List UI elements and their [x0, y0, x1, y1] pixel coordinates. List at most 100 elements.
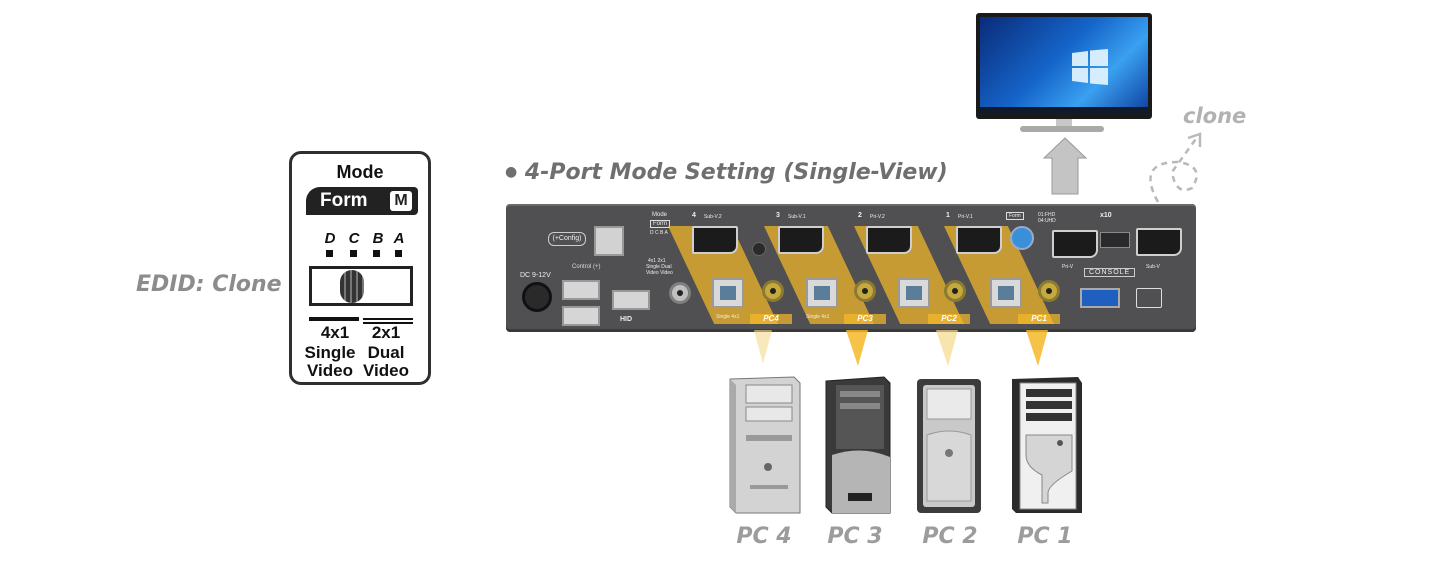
- connection-cones: [754, 330, 1048, 366]
- dip-letter-b: B: [372, 230, 384, 247]
- port-num-2: 2: [858, 212, 862, 219]
- hdmi-port-console-pri[interactable]: [1052, 230, 1098, 258]
- mode-switch[interactable]: [309, 266, 413, 306]
- pc-label-3: PC 3: [827, 524, 883, 549]
- pc-tag-3: PC3: [844, 314, 886, 324]
- port-sub-2: Pri-V.2: [870, 214, 885, 220]
- dip-dot: [326, 250, 333, 257]
- monitor: [976, 13, 1152, 119]
- cone-pc3: [846, 330, 868, 366]
- dual-indicator-line: [363, 322, 413, 324]
- form-badge: Form M: [306, 187, 418, 215]
- res-label-2: 04:UHD: [1038, 218, 1056, 224]
- computer-icon: [825, 376, 891, 514]
- option-4x1-ratio: 4x1: [320, 323, 350, 342]
- mode-small-label: Mode: [652, 212, 668, 218]
- audio-jack-pc2[interactable]: [944, 280, 966, 302]
- option-4x1-line1: Single: [304, 343, 356, 362]
- page-title: ● 4-Port Mode Setting (Single-View): [505, 160, 948, 185]
- pc-tag-4: PC4: [750, 314, 792, 324]
- usb-b-port-pc1[interactable]: [990, 278, 1022, 308]
- dip-dot: [350, 250, 357, 257]
- console-sub-label: Sub-V: [1146, 264, 1160, 270]
- usb-a-port[interactable]: [562, 280, 600, 300]
- usb3-port[interactable]: [1080, 288, 1120, 308]
- audio-jack-pc1[interactable]: [1038, 280, 1060, 302]
- single-label-3: Single 4x1: [806, 314, 830, 320]
- single-label-4: Single 4x1: [716, 314, 740, 320]
- hdmi-port-console-sub[interactable]: [1136, 228, 1182, 256]
- port-num-3: 3: [776, 212, 780, 219]
- usb-b-port-pc2[interactable]: [898, 278, 930, 308]
- dip-dot: [373, 250, 380, 257]
- opts-small-label2: Single Dual: [646, 264, 672, 270]
- cone-pc4: [754, 330, 772, 364]
- pc-tower-4: [724, 375, 802, 515]
- console-pri-label: Pri-V: [1062, 264, 1074, 270]
- x10-label: x10: [1100, 212, 1112, 219]
- monitor-neck: [1056, 119, 1072, 128]
- dc-label: DC 9-12V: [520, 272, 551, 279]
- option-2x1-line2: Video: [363, 361, 409, 380]
- monitor-screen: [980, 17, 1148, 113]
- pc-label-4: PC 4: [736, 524, 792, 549]
- opts-small-label3: Video Video: [646, 270, 673, 276]
- computer-icon: [729, 376, 801, 514]
- dip-switch[interactable]: [1100, 232, 1130, 248]
- usb-a-port[interactable]: [562, 306, 600, 326]
- control-label: Control (+): [572, 264, 601, 270]
- pc-tower-1: [1008, 375, 1084, 515]
- option-2x1-line1: Dual: [367, 343, 405, 362]
- form-text: Form: [320, 190, 368, 211]
- form-small-label-2: Form: [1006, 212, 1024, 220]
- resolution-dial[interactable]: [1010, 226, 1034, 250]
- opts-small-label: 4x1 2x1: [648, 258, 666, 264]
- monitor-stand: [1020, 126, 1104, 132]
- dip-letter-a: A: [393, 230, 405, 247]
- edid-label: EDID: Clone: [136, 272, 282, 297]
- hid-label: HID: [620, 316, 633, 323]
- port-num-1: 1: [946, 212, 950, 219]
- option-2x1-ratio: 2x1: [371, 323, 401, 342]
- cone-pc2: [936, 330, 958, 366]
- dip-letter-d: D: [324, 230, 336, 247]
- kb-mouse-icon: [1136, 288, 1162, 308]
- dc-power-port[interactable]: [522, 282, 552, 312]
- usb-b-port-pc4[interactable]: [712, 278, 744, 308]
- audio-jack-pc3[interactable]: [854, 280, 876, 302]
- audio-jack-pc4[interactable]: [762, 280, 784, 302]
- single-indicator-line: [309, 317, 359, 321]
- mode-title: Mode: [336, 162, 384, 182]
- port-num-4: 4: [692, 212, 696, 219]
- clone-label: clone: [1183, 104, 1247, 128]
- audio-jack[interactable]: [669, 282, 691, 304]
- hdmi-port-pc3[interactable]: [778, 226, 824, 254]
- pc-label-2: PC 2: [922, 524, 978, 549]
- cone-pc1: [1026, 330, 1048, 366]
- dip-dot: [395, 250, 402, 257]
- bullet: ●: [505, 164, 518, 180]
- config-button[interactable]: (+Config): [548, 232, 586, 246]
- hdmi-port-pc1[interactable]: [956, 226, 1002, 254]
- computer-icon: [1012, 377, 1082, 513]
- hdmi-port-pc2[interactable]: [866, 226, 912, 254]
- up-arrow-icon: [1042, 137, 1088, 195]
- dip-small-label: D C B A: [650, 230, 668, 236]
- rj45-port[interactable]: [594, 226, 624, 256]
- pc-tag-2: PC2: [928, 314, 970, 324]
- taskbar: [980, 107, 1148, 113]
- form-letter: M: [390, 191, 412, 211]
- dual-indicator-line: [363, 318, 413, 320]
- pc-tag-1: PC1: [1018, 314, 1060, 324]
- usb-b-port-pc3[interactable]: [806, 278, 838, 308]
- clone-loop-arrow: [1149, 135, 1200, 203]
- computer-icon: [917, 379, 981, 513]
- port-sub-1: Pri-V.1: [958, 214, 973, 220]
- hdmi-port-pc4[interactable]: [692, 226, 738, 254]
- switch-knob[interactable]: [340, 270, 364, 303]
- port-sub-3: Sub-V.1: [788, 214, 806, 220]
- port-sub-4: Sub-V.2: [704, 214, 722, 220]
- port-button[interactable]: [752, 242, 766, 256]
- pc-tower-2: [913, 375, 985, 515]
- usb-a-port[interactable]: [612, 290, 650, 310]
